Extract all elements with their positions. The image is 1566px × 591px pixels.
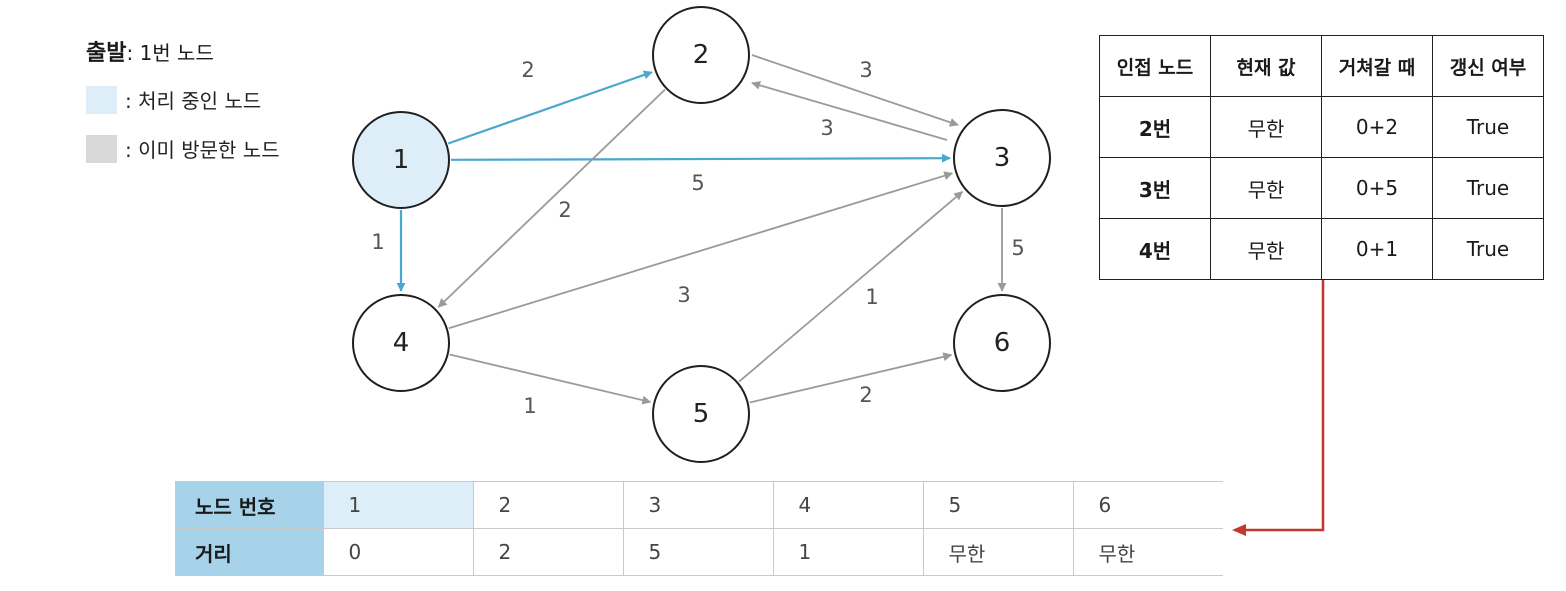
adjacency-node-cell: 4번	[1099, 218, 1211, 280]
legend-visited-row: : 이미 방문한 노드	[86, 124, 280, 173]
distance-row-header: 거리	[175, 528, 324, 576]
distance-cell: 5	[623, 528, 774, 576]
distance-cell: 2	[473, 528, 624, 576]
edge-weight-2-to-4: 2	[558, 198, 571, 222]
node-1	[352, 111, 450, 209]
legend-start-value: : 1번 노드	[126, 40, 214, 65]
adjacency-update-cell: True	[1432, 96, 1544, 158]
node-number-cell: 5	[923, 481, 1074, 529]
edge-weight-2-to-3: 3	[859, 58, 872, 82]
legend-processing-label: : 처리 중인 노드	[125, 89, 262, 113]
adjacency-header-row: 인접 노드 현재 값 거쳐갈 때 갱신 여부	[1099, 35, 1544, 97]
adjacency-header-cell: 현재 값	[1210, 35, 1322, 97]
node-label-5: 5	[693, 399, 710, 429]
node-number-cell: 2	[473, 481, 624, 529]
edge-weight-5-to-6: 2	[859, 383, 872, 407]
table-connector-line	[1244, 280, 1325, 532]
edge-2-to-4	[437, 88, 666, 308]
adjacency-node-cell: 3번	[1099, 157, 1211, 219]
node-number-cell: 1	[323, 481, 474, 529]
edge-2-to-3	[751, 54, 959, 127]
edge-weight-3-to-2: 3	[820, 116, 833, 140]
node-label-3: 3	[994, 143, 1011, 173]
edge-weight-1-to-3: 5	[691, 171, 704, 195]
node-number-cell: 6	[1073, 481, 1223, 529]
visited-swatch	[86, 134, 117, 163]
adjacency-update-cell: True	[1432, 218, 1544, 280]
distance-table: 노드 번호 1 2 3 4 5 6 거리 0 2 5 1 무한 무한	[175, 481, 1223, 576]
edge-weight-3-to-6: 5	[1011, 236, 1024, 260]
node-label-2: 2	[693, 40, 710, 70]
processing-swatch	[86, 85, 117, 114]
edge-4-to-3	[448, 171, 954, 330]
node-number-cell: 4	[773, 481, 924, 529]
node-4	[352, 294, 450, 392]
edge-5-to-6	[749, 352, 953, 404]
distance-node-row: 노드 번호 1 2 3 4 5 6	[175, 481, 1223, 529]
edge-weight-4-to-5: 1	[523, 394, 536, 418]
legend-visited-label: : 이미 방문한 노드	[125, 138, 280, 162]
table-row: 2번 무한 0+2 True	[1099, 96, 1544, 158]
legend: 출발: 1번 노드 : 처리 중인 노드 : 이미 방문한 노드	[86, 26, 280, 173]
node-5	[652, 365, 750, 463]
distance-row-header: 노드 번호	[175, 481, 324, 529]
adjacency-header-cell: 인접 노드	[1099, 35, 1211, 97]
edge-weight-1-to-4: 1	[371, 230, 384, 254]
node-label-4: 4	[393, 328, 410, 358]
adjacency-via-cell: 0+1	[1321, 218, 1433, 280]
adjacency-header-cell: 거쳐갈 때	[1321, 35, 1433, 97]
node-label-6: 6	[994, 328, 1011, 358]
table-connector-arrowhead	[1232, 524, 1246, 536]
adjacency-header-cell: 갱신 여부	[1432, 35, 1544, 97]
edge-5-to-3	[738, 191, 964, 383]
node-3	[953, 109, 1051, 207]
node-number-cell: 3	[623, 481, 774, 529]
adjacency-node-cell: 2번	[1099, 96, 1211, 158]
distance-cell: 0	[323, 528, 474, 576]
adjacency-via-cell: 0+2	[1321, 96, 1433, 158]
adjacency-current-cell: 무한	[1210, 157, 1322, 219]
edge-1-to-2	[447, 70, 653, 145]
distance-cell: 무한	[923, 528, 1074, 576]
table-row: 4번 무한 0+1 True	[1099, 218, 1544, 280]
distance-cell: 무한	[1073, 528, 1223, 576]
edge-weight-4-to-3: 3	[677, 283, 690, 307]
legend-processing-row: : 처리 중인 노드	[86, 75, 280, 124]
adjacency-update-cell: True	[1432, 157, 1544, 219]
adjacency-current-cell: 무한	[1210, 96, 1322, 158]
adjacency-via-cell: 0+5	[1321, 157, 1433, 219]
edge-weight-1-to-2: 2	[521, 58, 534, 82]
adjacency-table: 인접 노드 현재 값 거쳐갈 때 갱신 여부 2번 무한 0+2 True 3번…	[1099, 35, 1544, 280]
node-label-1: 1	[393, 145, 410, 175]
edge-1-to-3	[450, 153, 951, 163]
distance-cell: 1	[773, 528, 924, 576]
table-row: 3번 무한 0+5 True	[1099, 157, 1544, 219]
legend-start-row: 출발: 1번 노드	[86, 26, 280, 75]
adjacency-current-cell: 무한	[1210, 218, 1322, 280]
node-6	[953, 294, 1051, 392]
edge-4-to-5	[449, 353, 652, 405]
edge-weight-5-to-3: 1	[865, 285, 878, 309]
legend-start-title: 출발	[86, 40, 127, 66]
edge-3-to-2	[751, 80, 948, 141]
node-2	[652, 6, 750, 104]
distance-value-row: 거리 0 2 5 1 무한 무한	[175, 528, 1223, 576]
